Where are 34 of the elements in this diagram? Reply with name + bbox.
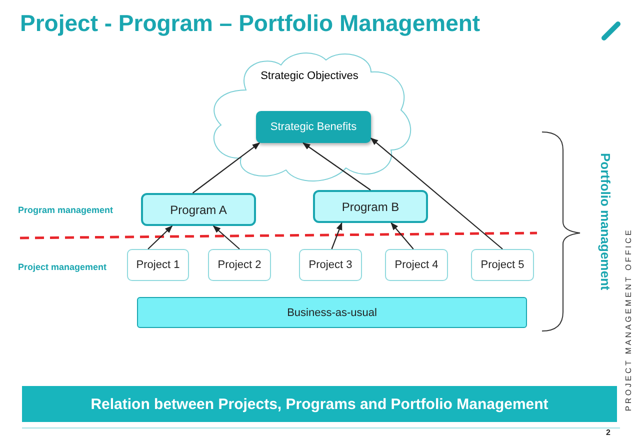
node-text: Project 4 xyxy=(394,259,438,271)
project-box xyxy=(299,249,362,281)
caption-banner xyxy=(22,386,617,422)
node-text: Program A xyxy=(170,202,227,216)
project-box xyxy=(471,249,534,281)
node-text: Project 3 xyxy=(308,259,352,271)
project-box xyxy=(208,249,271,281)
node-text: Business-as-usual xyxy=(287,306,377,318)
node-text: Program B xyxy=(342,200,400,214)
node-text: Project 2 xyxy=(218,259,262,271)
node-text: Strategic Benefits xyxy=(270,121,357,133)
title: Project - Program – Portfolio Management xyxy=(20,10,480,37)
benefit-box xyxy=(256,111,371,143)
section-label: Program management xyxy=(18,205,114,215)
section-label: Project management xyxy=(18,262,107,272)
node-text: Strategic Objectives xyxy=(260,70,358,82)
node-text: Project 5 xyxy=(480,259,524,271)
project-box xyxy=(127,249,189,281)
vertical-label: PROJECT MANAGEMENT OFFICE xyxy=(624,228,633,412)
page-number: 2 xyxy=(606,428,610,437)
vertical-label: Portfolio management xyxy=(598,153,613,290)
arrow xyxy=(148,225,173,250)
arrow xyxy=(192,142,260,194)
program-box xyxy=(313,190,428,223)
arrow xyxy=(370,138,503,250)
arrow xyxy=(302,142,371,190)
project-box xyxy=(385,249,448,281)
node-text: Relation between Projects, Programs and Portfolio Management xyxy=(90,396,548,412)
arrow xyxy=(390,222,414,250)
process-bar xyxy=(137,297,527,328)
arrow xyxy=(331,222,342,250)
arrow xyxy=(212,226,240,250)
program-box xyxy=(141,193,256,226)
node-text: Project 1 xyxy=(136,259,180,271)
